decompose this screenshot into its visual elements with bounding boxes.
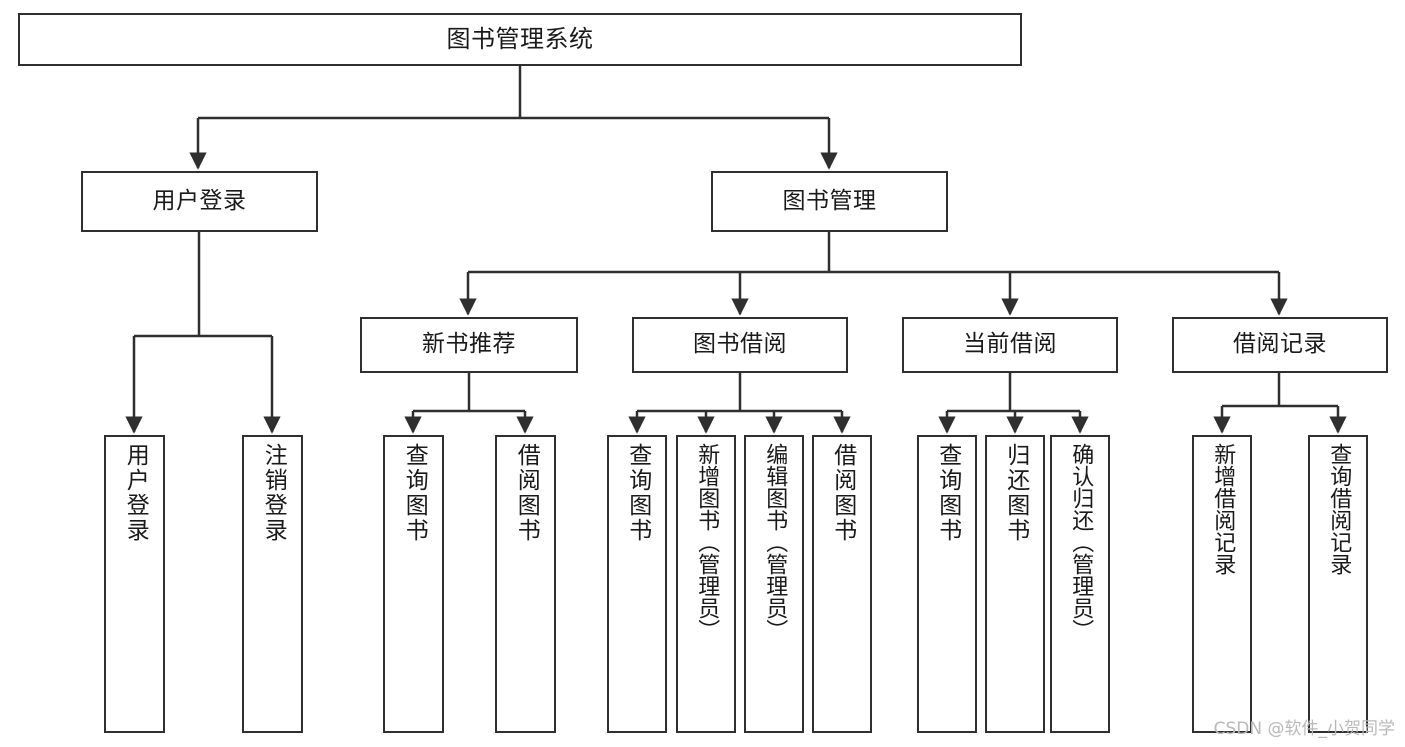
node-label: 确认归还（管理员） — [1068, 443, 1094, 641]
node-leaf-add-borrow-record[interactable]: 新增借阅记录 — [1192, 435, 1252, 733]
node-label: 新增借阅记录 — [1210, 443, 1236, 575]
node-leaf-logout[interactable]: 注销登录 — [242, 435, 303, 733]
node-book-management[interactable]: 图书管理 — [711, 171, 948, 232]
node-label: 用户登录 — [152, 187, 247, 214]
node-label: 查询图书 — [624, 443, 651, 543]
node-new-book-recommend[interactable]: 新书推荐 — [360, 317, 578, 373]
node-leaf-edit-book[interactable]: 编辑图书（管理员） — [744, 435, 804, 733]
node-leaf-query-book-new[interactable]: 查询图书 — [383, 435, 444, 733]
node-user-login[interactable]: 用户登录 — [81, 171, 318, 232]
node-leaf-borrow-book-new[interactable]: 借阅图书 — [495, 435, 556, 733]
node-leaf-user-login[interactable]: 用户登录 — [104, 435, 165, 733]
node-leaf-add-book[interactable]: 新增图书（管理员） — [676, 435, 736, 733]
node-label: 新书推荐 — [422, 331, 516, 358]
node-label: 编辑图书（管理员） — [762, 443, 788, 641]
node-label: 图书借阅 — [693, 331, 787, 358]
node-label: 注销登录 — [260, 443, 287, 543]
node-label: 查询图书 — [401, 443, 428, 543]
node-label: 用户登录 — [122, 443, 149, 543]
node-leaf-confirm-return[interactable]: 确认归还（管理员） — [1050, 435, 1110, 733]
node-label: 借阅图书 — [513, 443, 540, 543]
node-label: 借阅记录 — [1233, 331, 1327, 358]
node-label: 图书管理系统 — [446, 25, 594, 54]
node-leaf-query-book-borrow[interactable]: 查询图书 — [607, 435, 667, 733]
node-label: 借阅图书 — [829, 443, 856, 543]
node-leaf-borrow-book[interactable]: 借阅图书 — [812, 435, 872, 733]
node-leaf-return-book[interactable]: 归还图书 — [985, 435, 1045, 733]
node-label: 归还图书 — [1002, 443, 1029, 543]
node-label: 查询借阅记录 — [1326, 443, 1352, 575]
node-label: 图书管理 — [782, 187, 877, 214]
node-leaf-query-borrow-record[interactable]: 查询借阅记录 — [1308, 435, 1368, 733]
node-current-borrow[interactable]: 当前借阅 — [902, 317, 1118, 373]
node-label: 新增图书（管理员） — [694, 443, 720, 641]
node-label: 查询图书 — [934, 443, 961, 543]
node-label: 当前借阅 — [963, 331, 1057, 358]
node-leaf-query-book-current[interactable]: 查询图书 — [917, 435, 977, 733]
node-borrow-record[interactable]: 借阅记录 — [1172, 317, 1388, 373]
node-root-system[interactable]: 图书管理系统 — [18, 13, 1022, 66]
node-book-borrow[interactable]: 图书借阅 — [632, 317, 848, 373]
csdn-watermark: CSDN @软件_小贺同学 — [1213, 719, 1395, 739]
